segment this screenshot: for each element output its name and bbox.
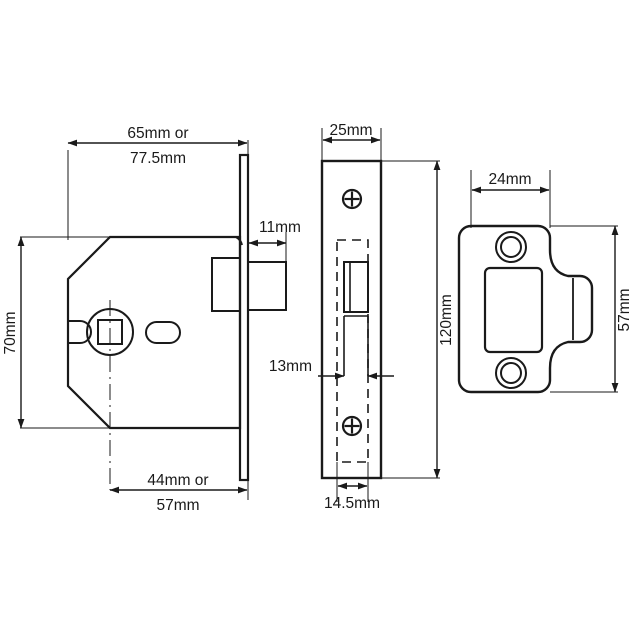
- dim-label-backset-line1: 44mm or: [147, 472, 208, 489]
- dim-label-case-length-line2: 77.5mm: [130, 150, 186, 167]
- projection-lines-lockbody: [20, 140, 249, 500]
- dim-label-backset-line2: 57mm: [156, 497, 199, 514]
- dim-label-mortice-width: 14.5mm: [324, 495, 380, 512]
- forend-screw-top-icon: [341, 188, 363, 210]
- forend-screw-bottom-icon: [341, 415, 363, 437]
- strike-screw-hole-bottom: [495, 357, 527, 389]
- dim-label-case-height: 70mm: [2, 311, 19, 354]
- forend-bolt-slot: [343, 315, 369, 376]
- strike-bolt-aperture: [483, 266, 544, 354]
- dim-label-forend-width: 25mm: [329, 122, 372, 139]
- dim-label-bolt-width: 13mm: [269, 358, 312, 375]
- strike-screw-hole-top: [495, 231, 527, 263]
- forend-face-outline: [320, 159, 383, 480]
- latch-bolt-left: [211, 257, 241, 312]
- lock-body-outline: [66, 235, 242, 430]
- forend-hidden-case-outline: [336, 239, 369, 463]
- keyway-oval: [145, 321, 181, 344]
- latch-bolt-projection: [247, 261, 287, 311]
- projection-lines-strike: [470, 170, 618, 393]
- dim-bolt-throw: [248, 232, 287, 262]
- edge-slot: [68, 320, 92, 344]
- forend-bolt-aperture: [343, 261, 369, 313]
- forend-plate-edge: [238, 153, 250, 482]
- dim-label-strike-width: 24mm: [488, 171, 531, 188]
- dim-label-forend-length: 120mm: [438, 294, 455, 346]
- dim-label-bolt-throw: 11mm: [259, 219, 301, 236]
- dim-label-case-length-line1: 65mm or: [127, 125, 188, 142]
- projection-lines-forend: [321, 128, 440, 502]
- dim-label-strike-height: 57mm: [616, 288, 633, 331]
- strike-plate-outline: [457, 224, 594, 394]
